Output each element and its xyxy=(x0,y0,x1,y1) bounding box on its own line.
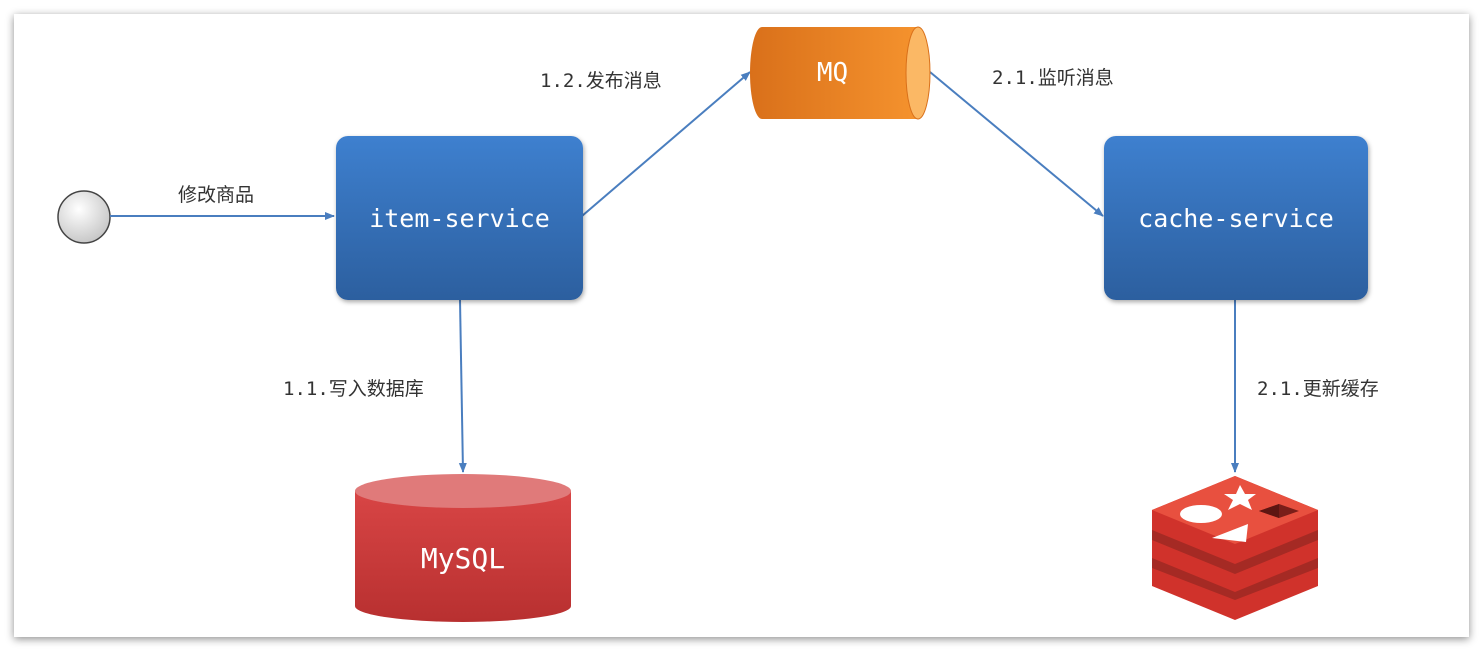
write-db-label: 1.1.写入数据库 xyxy=(283,378,424,400)
item-service-label: item-service xyxy=(369,203,550,233)
update-cache-label: 2.1.更新缓存 xyxy=(1257,378,1379,400)
mysql-label: MySQL xyxy=(420,541,506,575)
redis-icon xyxy=(1152,476,1318,620)
edge-write-db xyxy=(458,299,467,473)
mysql-database xyxy=(355,474,571,622)
modify-item-label: 修改商品 xyxy=(178,184,255,206)
mq-label: MQ xyxy=(816,58,849,88)
edge-listen-message xyxy=(929,71,1104,217)
start-node xyxy=(57,190,111,244)
item-service-node: item-service xyxy=(336,136,583,300)
mq-queue xyxy=(750,26,931,120)
edge-publish-message xyxy=(581,71,751,217)
listen-message-label: 2.1.监听消息 xyxy=(992,67,1114,89)
publish-message-label: 1.2.发布消息 xyxy=(540,70,662,92)
cache-service-label: cache-service xyxy=(1138,203,1334,233)
cache-service-node: cache-service xyxy=(1104,136,1368,300)
